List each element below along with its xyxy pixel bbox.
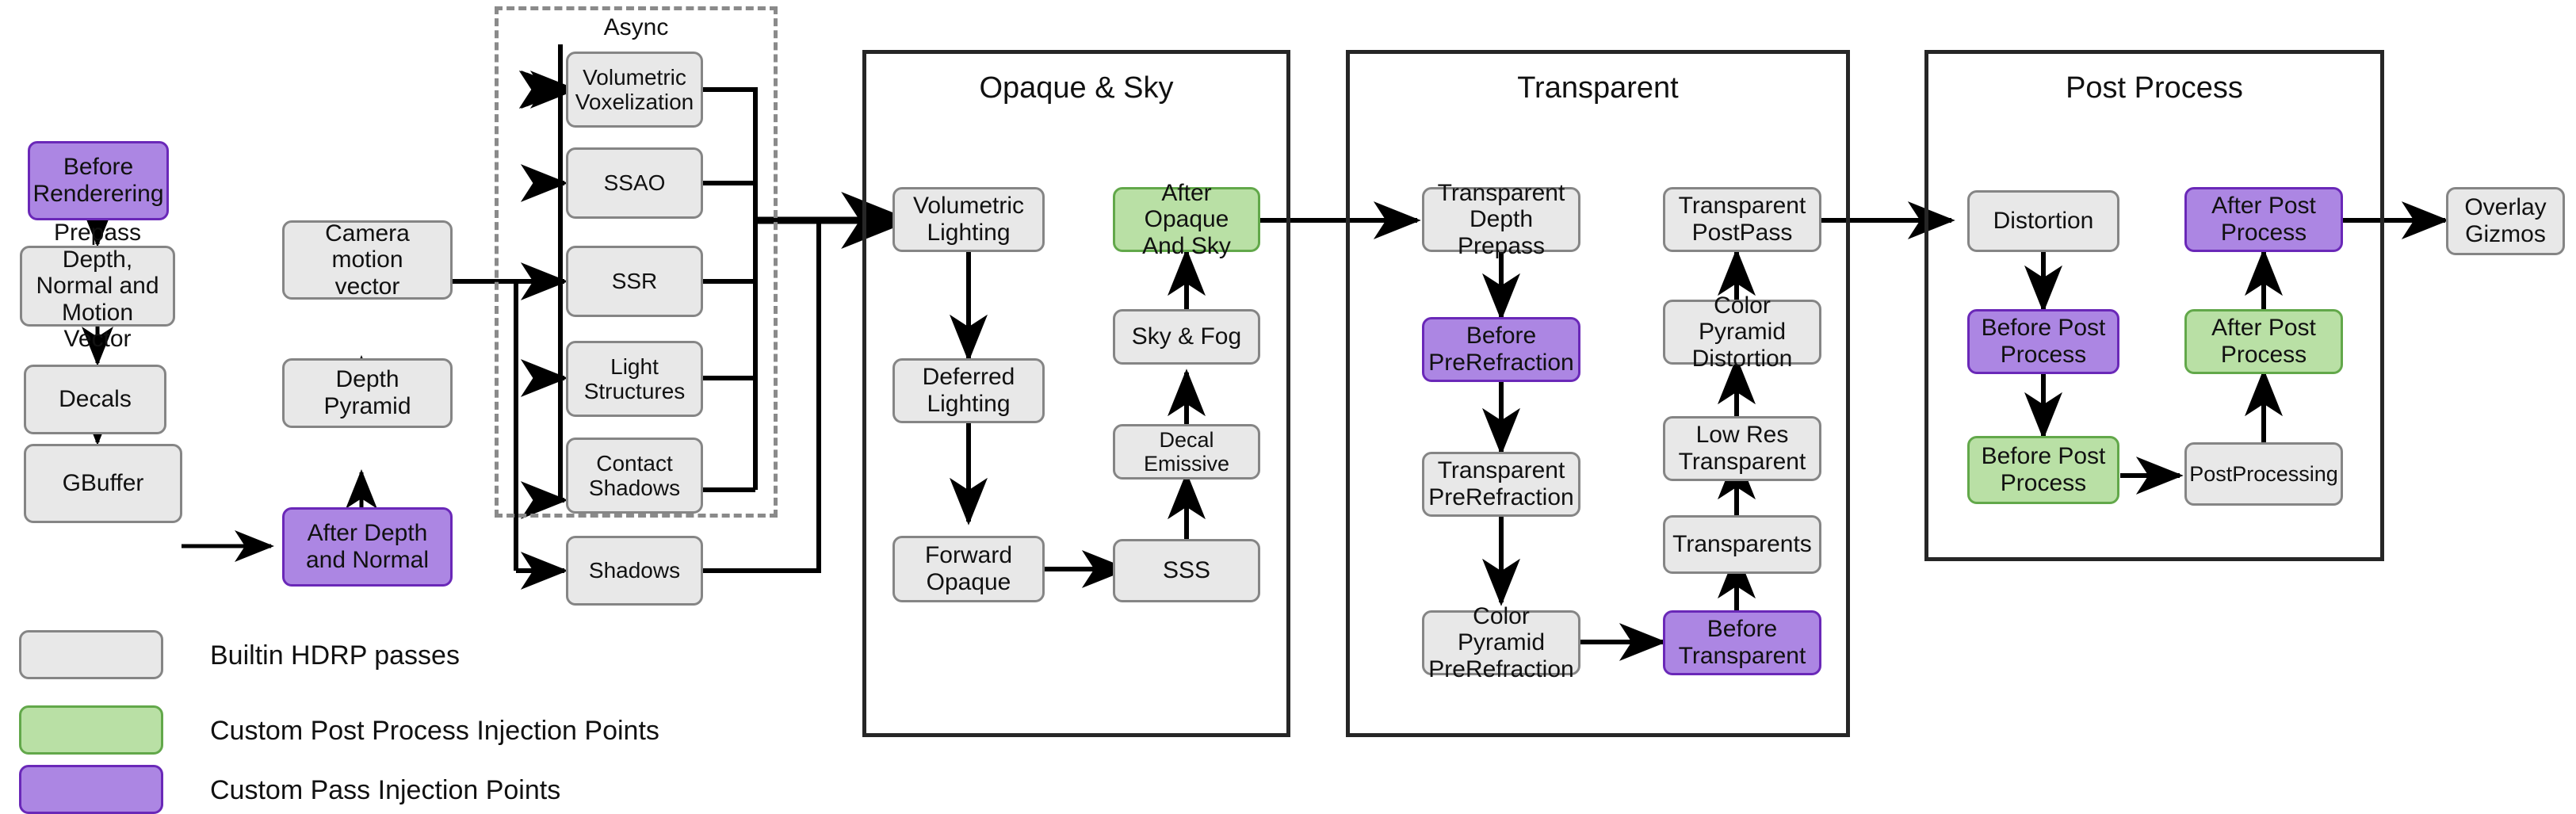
node-label: SSS [1162, 557, 1211, 584]
node-transparent-prerefraction[interactable]: Transparent PreRefraction [1422, 452, 1580, 517]
node-label: Before Transparent [1678, 616, 1806, 669]
node-before-transparent[interactable]: Before Transparent [1663, 610, 1821, 675]
node-volumetric-voxelization[interactable]: Volumetric Voxelization [566, 52, 703, 128]
node-label: Sky & Fog [1131, 323, 1242, 350]
node-after-post-process-pass[interactable]: After Post Process [2184, 187, 2343, 252]
node-label: Before Renderering [32, 154, 164, 207]
node-label: Prepass Depth, Normal and Motion Vector [36, 220, 159, 353]
node-label: Volumetric Lighting [912, 193, 1025, 246]
group-opaque-sky [862, 50, 1290, 737]
node-before-rendering[interactable]: Before Renderering [28, 141, 169, 220]
node-label: Transparent PreRefraction [1428, 457, 1574, 510]
node-label: After Depth and Normal [305, 520, 430, 573]
node-forward-opaque[interactable]: Forward Opaque [892, 536, 1045, 602]
node-before-prerefraction[interactable]: Before PreRefraction [1422, 317, 1580, 382]
node-label: Before Post Process [1981, 315, 2106, 368]
node-label: PostProcessing [2189, 461, 2338, 486]
node-contact-shadows[interactable]: Contact Shadows [566, 438, 703, 514]
legend-swatch-custom-pass [19, 765, 163, 814]
group-post-process [1924, 50, 2384, 561]
legend-label-custom-post: Custom Post Process Injection Points [210, 716, 659, 746]
node-label: Color Pyramid Distortion [1691, 292, 1793, 372]
group-transparent [1346, 50, 1850, 737]
node-volumetric-lighting[interactable]: Volumetric Lighting [892, 187, 1045, 252]
node-label: Volumetric Voxelization [575, 64, 694, 114]
node-label: Color Pyramid PreRefraction [1428, 602, 1574, 682]
node-camera-motion-vector[interactable]: Camera motion vector [282, 220, 453, 300]
node-after-depth-and-normal[interactable]: After Depth and Normal [282, 507, 453, 587]
node-transparents[interactable]: Transparents [1663, 515, 1821, 574]
node-label: Before PreRefraction [1428, 323, 1574, 376]
node-ssao[interactable]: SSAO [566, 147, 703, 219]
node-label: Contact Shadows [588, 450, 681, 500]
node-color-pyramid-distortion[interactable]: Color Pyramid Distortion [1663, 292, 1821, 372]
legend-swatch-builtin [19, 630, 163, 679]
node-label: Deferred Lighting [922, 364, 1015, 417]
node-ssr[interactable]: SSR [566, 246, 703, 317]
node-distortion[interactable]: Distortion [1967, 190, 2119, 252]
node-label: Overlay Gizmos [2464, 194, 2547, 247]
node-after-opaque-and-sky[interactable]: After Opaque And Sky [1113, 180, 1260, 259]
legend-label-custom-pass: Custom Pass Injection Points [210, 775, 561, 805]
node-label: Low Res Transparent [1678, 422, 1806, 475]
node-overlay-gizmos[interactable]: Overlay Gizmos [2446, 187, 2565, 255]
node-decal-emissive[interactable]: Decal Emissive [1113, 424, 1260, 480]
node-label: GBuffer [62, 470, 144, 497]
node-transparent-depth-prepass[interactable]: Transparent Depth Prepass [1422, 180, 1580, 259]
node-shadows[interactable]: Shadows [566, 536, 703, 606]
node-after-post-process-post[interactable]: After Post Process [2184, 309, 2343, 374]
node-sky-and-fog[interactable]: Sky & Fog [1113, 309, 1260, 365]
node-label: Distortion [1993, 208, 2094, 235]
node-transparent-postpass[interactable]: Transparent PostPass [1663, 187, 1821, 252]
node-label: Forward Opaque [924, 542, 1013, 595]
node-label: Decals [59, 386, 132, 413]
node-label: After Post Process [2211, 193, 2316, 246]
node-label: After Opaque And Sky [1142, 179, 1231, 259]
node-sss[interactable]: SSS [1113, 539, 1260, 602]
node-label: Shadows [588, 558, 681, 583]
node-label: Before Post Process [1981, 443, 2106, 496]
node-prepass[interactable]: Prepass Depth, Normal and Motion Vector [20, 220, 175, 352]
group-opaque-sky-title: Opaque & Sky [979, 71, 1174, 105]
node-before-post-process-pass[interactable]: Before Post Process [1967, 309, 2119, 374]
node-deferred-lighting[interactable]: Deferred Lighting [892, 358, 1045, 423]
node-depth-pyramid[interactable]: Depth Pyramid [282, 358, 453, 428]
group-async-title: Async [603, 14, 669, 40]
group-post-process-title: Post Process [2066, 71, 2243, 105]
node-before-post-process-post[interactable]: Before Post Process [1967, 436, 2119, 504]
node-decals[interactable]: Decals [24, 365, 166, 434]
node-postprocessing[interactable]: PostProcessing [2184, 442, 2343, 506]
node-label: After Post Process [2211, 315, 2316, 368]
legend-label-builtin: Builtin HDRP passes [210, 640, 460, 671]
node-label: Transparent PostPass [1678, 193, 1806, 246]
node-label: Camera motion vector [325, 220, 410, 300]
node-label: Transparent Depth Prepass [1437, 179, 1565, 259]
node-label: Decal Emissive [1143, 427, 1229, 476]
node-label: Light Structures [583, 353, 686, 403]
node-gbuffer[interactable]: GBuffer [24, 444, 182, 523]
node-label: SSR [611, 269, 658, 294]
node-label: SSAO [603, 170, 666, 196]
node-color-pyramid-prerefraction[interactable]: Color Pyramid PreRefraction [1422, 603, 1580, 682]
node-label: Depth Pyramid [323, 366, 411, 419]
group-transparent-title: Transparent [1517, 71, 1679, 105]
node-label: Transparents [1672, 531, 1812, 558]
legend-swatch-custom-post [19, 705, 163, 755]
node-light-structures[interactable]: Light Structures [566, 341, 703, 417]
node-low-res-transparent[interactable]: Low Res Transparent [1663, 416, 1821, 481]
